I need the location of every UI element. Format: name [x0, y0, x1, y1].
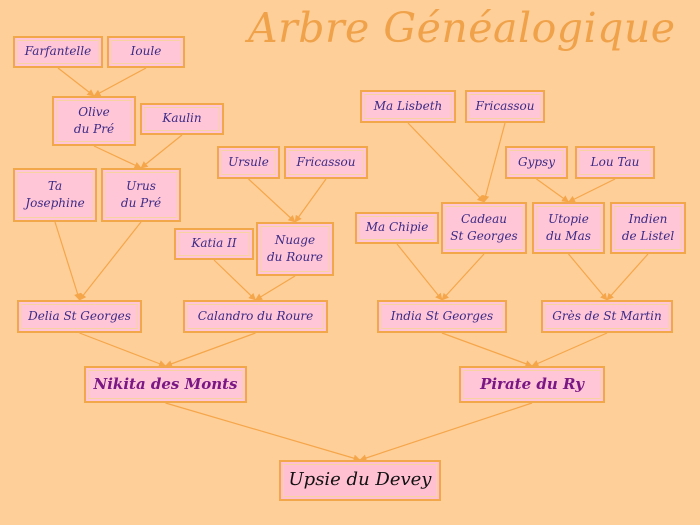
node-farfantelle: Farfantelle — [13, 36, 103, 68]
node-kaulin: Kaulin — [140, 103, 224, 135]
node-ioule: Ioule — [107, 36, 185, 68]
link-calandro-to-nikita — [164, 332, 256, 368]
node-fricassou-left: Fricassou — [284, 146, 368, 179]
node-gres-de-st-martin: Grès de St Martin — [541, 300, 673, 333]
link-ioule-to-olive — [93, 67, 147, 97]
link-ta_josephine-to-delia — [54, 221, 81, 301]
link-india-to-pirate — [441, 332, 533, 368]
node-indien-de-listel: Indien de Listel — [610, 202, 686, 254]
node-ma-chipie: Ma Chipie — [355, 212, 439, 244]
link-utopie-to-gres — [568, 253, 608, 301]
link-ma_chipie-to-india — [396, 243, 443, 301]
link-kaulin-to-urus — [140, 134, 183, 169]
link-pirate-to-upsie — [359, 402, 533, 462]
link-cadeau-to-india — [441, 253, 485, 301]
link-farfantelle-to-olive — [57, 67, 95, 97]
link-gypsy-to-utopie — [536, 178, 570, 203]
link-ma_lisbeth-to-cadeau — [407, 122, 485, 203]
link-delia-to-nikita — [79, 332, 167, 368]
link-urus-to-delia — [79, 221, 142, 301]
node-cadeau-st-georges: Cadeau St Georges — [441, 202, 527, 254]
link-olive-to-urus — [93, 145, 142, 169]
link-katia-to-calandro — [213, 259, 257, 301]
node-katia-ii: Katia II — [174, 228, 254, 260]
node-ta-josephine: Ta Josephine — [13, 168, 97, 222]
link-nuage-to-calandro — [254, 275, 296, 301]
link-indien-to-gres — [606, 253, 649, 301]
node-ursule: Ursule — [217, 146, 280, 179]
node-nikita-des-monts: Nikita des Monts — [84, 366, 247, 403]
node-pirate-du-ry: Pirate du Ry — [459, 366, 605, 403]
page-title: Arbre Généalogique — [248, 4, 676, 52]
node-upsie-du-devey: Upsie du Devey — [279, 460, 441, 501]
node-gypsy: Gypsy — [505, 146, 568, 179]
node-olive-du-pre: Olive du Pré — [52, 96, 136, 146]
link-gres-to-pirate — [531, 332, 608, 367]
link-fricassou_1-to-nuage — [294, 178, 327, 223]
link-fricassou_2-to-cadeau — [482, 122, 506, 203]
node-fricassou-right: Fricassou — [465, 90, 545, 123]
node-urus-du-pre: Urus du Pré — [101, 168, 181, 222]
node-india-st-georges: India St Georges — [377, 300, 507, 333]
link-lou_tau-to-utopie — [567, 178, 616, 203]
node-calandro-du-roure: Calandro du Roure — [183, 300, 328, 333]
node-nuage-du-roure: Nuage du Roure — [256, 222, 334, 276]
node-delia-st-georges: Delia St Georges — [17, 300, 142, 333]
link-ursule-to-nuage — [248, 178, 296, 223]
node-ma-lisbeth: Ma Lisbeth — [360, 90, 456, 123]
node-utopie-du-mas: Utopie du Mas — [532, 202, 605, 254]
node-lou-tau: Lou Tau — [575, 146, 655, 179]
link-nikita-to-upsie — [165, 402, 361, 462]
